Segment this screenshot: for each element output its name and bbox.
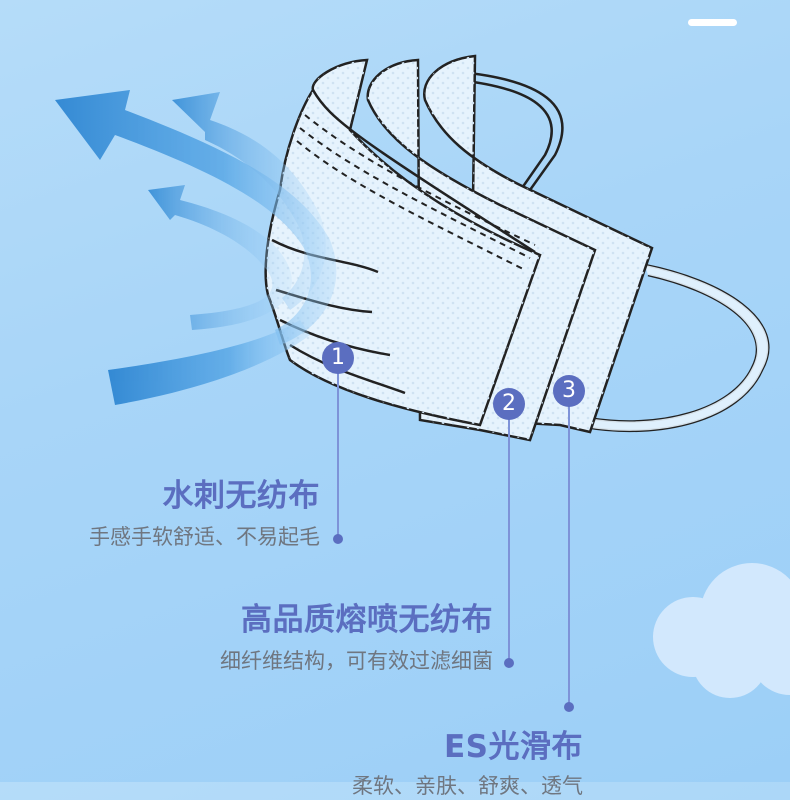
badge-1-icon: [322, 342, 354, 374]
cloud-decoration: [653, 563, 790, 698]
layer-3-title: ES光滑布: [443, 729, 583, 765]
badge-1-number: 1: [331, 345, 345, 370]
leader-dot-2: [504, 658, 514, 668]
layer-2-title: 高品质熔喷无纺布: [241, 602, 493, 638]
layer-1-title: 水刺无纺布: [162, 478, 320, 514]
layer-2-description: 细纤维结构，可有效过滤细菌: [220, 649, 493, 673]
badge-3-number: 3: [562, 378, 576, 403]
badge-2-icon: [493, 388, 525, 420]
layer-3-description: 柔软、亲肤、舒爽、透气: [352, 774, 583, 798]
mask-illustration: [55, 54, 790, 712]
leader-dot-3: [564, 702, 574, 712]
leader-dot-1: [333, 534, 343, 544]
badge-2-number: 2: [502, 391, 516, 416]
airflow-arrows-icon: [55, 90, 337, 405]
mask-layers-infographic: 1 2 3 水刺无纺布 手感手软舒适、不易起毛 高品质熔喷无纺布 细纤维结构，可…: [55, 19, 790, 798]
badge-3-icon: [553, 375, 585, 407]
layer-1-description: 手感手软舒适、不易起毛: [89, 525, 320, 549]
top-indicator-bar[interactable]: [688, 19, 737, 26]
